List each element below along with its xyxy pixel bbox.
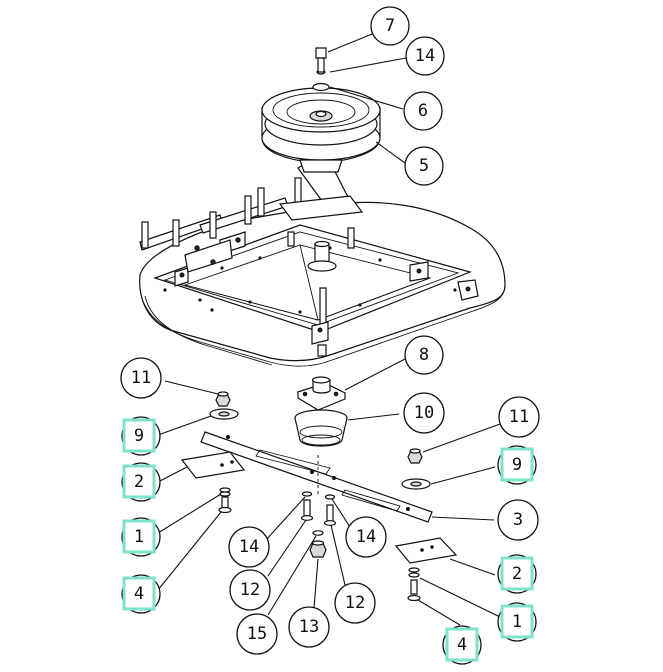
- callout-5-label: 5: [419, 156, 429, 176]
- callout-1-right: 1: [497, 602, 537, 642]
- center-bolt-left: [300, 499, 314, 521]
- bearing-housing: [296, 376, 347, 411]
- blade-bolt-right: [407, 579, 421, 602]
- nut-left: [215, 391, 231, 407]
- callout-3: 3: [497, 499, 539, 541]
- callout-6-label: 6: [418, 101, 428, 121]
- callout-9-right-label: 9: [512, 455, 522, 475]
- blade-tip-right: [394, 537, 458, 564]
- callout-14-top: 14: [405, 36, 445, 76]
- callout-14-left: 14: [228, 526, 270, 568]
- callout-13-label: 13: [299, 617, 319, 637]
- linkage-bracket-assembly: [139, 151, 364, 273]
- pulley-bolt: [315, 47, 327, 73]
- washer-left: [209, 408, 239, 420]
- callout-2-right: 2: [497, 554, 537, 594]
- callout-15: 15: [236, 613, 278, 655]
- blade: [200, 431, 433, 523]
- callout-14-right-label: 14: [356, 527, 376, 547]
- callout-14-right: 14: [345, 516, 387, 558]
- callout-4-right: 4: [442, 625, 482, 665]
- callout-4-left: 4: [121, 574, 161, 614]
- callout-11-right: 11: [498, 396, 540, 438]
- callout-7-label: 7: [385, 16, 395, 36]
- cup-spacer: [294, 409, 348, 447]
- center-nut: [309, 540, 327, 558]
- pulley-washer: [312, 69, 330, 92]
- callout-9-left: 9: [121, 416, 161, 456]
- callout-1-left-label: 1: [134, 527, 144, 547]
- callout-9-left-label: 9: [134, 426, 144, 446]
- callout-11-left-label: 11: [131, 368, 151, 388]
- callout-10: 10: [403, 392, 445, 434]
- blade-bolt-left: [218, 496, 232, 514]
- callout-9-right: 9: [497, 445, 537, 485]
- callout-10-label: 10: [414, 403, 434, 423]
- callout-8-label: 8: [419, 345, 429, 365]
- center-washer-right: [324, 494, 336, 500]
- leader-lines: [157, 33, 501, 626]
- callout-2-left: 2: [121, 462, 161, 502]
- nut-right: [407, 448, 423, 464]
- callout-2-left-label: 2: [134, 472, 144, 492]
- callout-2-right-label: 2: [512, 564, 522, 584]
- callout-8: 8: [404, 335, 444, 375]
- callout-12-left: 12: [229, 569, 271, 611]
- callout-4-left-label: 4: [134, 584, 144, 604]
- callout-3-label: 3: [513, 510, 523, 530]
- callout-15-label: 15: [247, 624, 267, 644]
- blade-tip-left: [180, 451, 246, 479]
- washer-right: [401, 478, 431, 490]
- center-lock-washer: [312, 530, 324, 536]
- callout-12-right: 12: [334, 582, 376, 624]
- callout-4-right-label: 4: [457, 635, 467, 655]
- callout-12-right-label: 12: [345, 593, 365, 613]
- center-bolt-right: [323, 504, 337, 526]
- callout-7: 7: [370, 6, 410, 46]
- callout-1-right-label: 1: [512, 612, 522, 632]
- double-pulley: [261, 87, 381, 173]
- lock-washer-left: [219, 487, 231, 497]
- center-washer-left: [301, 491, 313, 497]
- callout-11-left: 11: [120, 357, 162, 399]
- callout-14-top-label: 14: [415, 46, 435, 66]
- callout-5: 5: [404, 146, 444, 186]
- callout-6: 6: [403, 91, 443, 131]
- lock-washer-right: [408, 567, 420, 578]
- callout-14-left-label: 14: [239, 537, 259, 557]
- callout-11-right-label: 11: [509, 407, 529, 427]
- callout-12-left-label: 12: [240, 580, 260, 600]
- callout-1-left: 1: [121, 517, 161, 557]
- callout-13: 13: [288, 606, 330, 648]
